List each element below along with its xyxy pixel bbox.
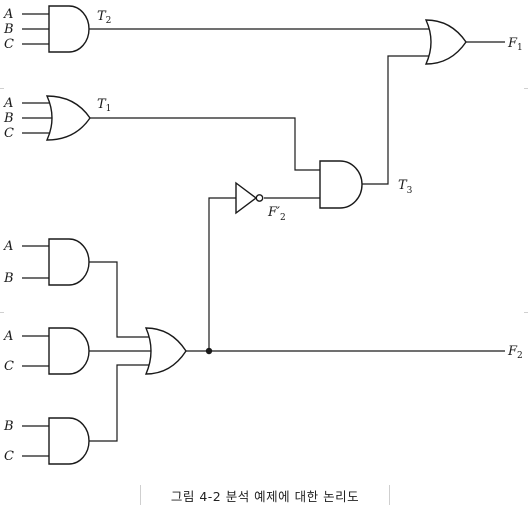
label-b: B: [3, 419, 14, 434]
label-c: C: [4, 449, 14, 464]
input-labels: A B C A B C A B A C B C: [3, 7, 14, 464]
signal-labels: T2 T1 T3 F1 F2 F′2: [97, 9, 523, 361]
label-t1: T1: [97, 97, 111, 114]
and-gate-5: [319, 160, 363, 209]
label-b: B: [3, 111, 14, 126]
label-c: C: [4, 37, 14, 52]
or-gate-2: [144, 327, 187, 375]
margin-tick: [0, 88, 4, 89]
margin-tick: [0, 312, 4, 313]
label-c: C: [4, 126, 14, 141]
inverter-bubble: [255, 194, 264, 202]
margin-tick: [524, 88, 528, 89]
label-t2: T2: [97, 9, 111, 26]
label-a: A: [3, 7, 13, 22]
label-f2-prime: F′2: [267, 205, 286, 223]
label-a: A: [3, 329, 13, 344]
wires: [22, 13, 505, 457]
and-gate-4: [48, 417, 90, 465]
figure-caption: 그림 4-2 분석 예제에 대한 논리도: [140, 485, 390, 505]
or-gate-1: [45, 95, 91, 141]
and-gate-3: [48, 327, 90, 375]
label-b: B: [3, 22, 14, 37]
margin-tick: [524, 312, 528, 313]
and-gate-2: [48, 238, 90, 286]
junction-dot: [205, 347, 213, 355]
label-a: A: [3, 96, 13, 111]
label-b: B: [3, 271, 14, 286]
or-gate-3: [424, 19, 467, 65]
label-f2: F2: [507, 344, 523, 361]
label-a: A: [3, 239, 13, 254]
not-gate: [235, 181, 258, 215]
label-c: C: [4, 359, 14, 374]
label-t3: T3: [398, 178, 413, 196]
label-f1: F1: [507, 36, 523, 53]
and-gate-1: [48, 5, 90, 53]
